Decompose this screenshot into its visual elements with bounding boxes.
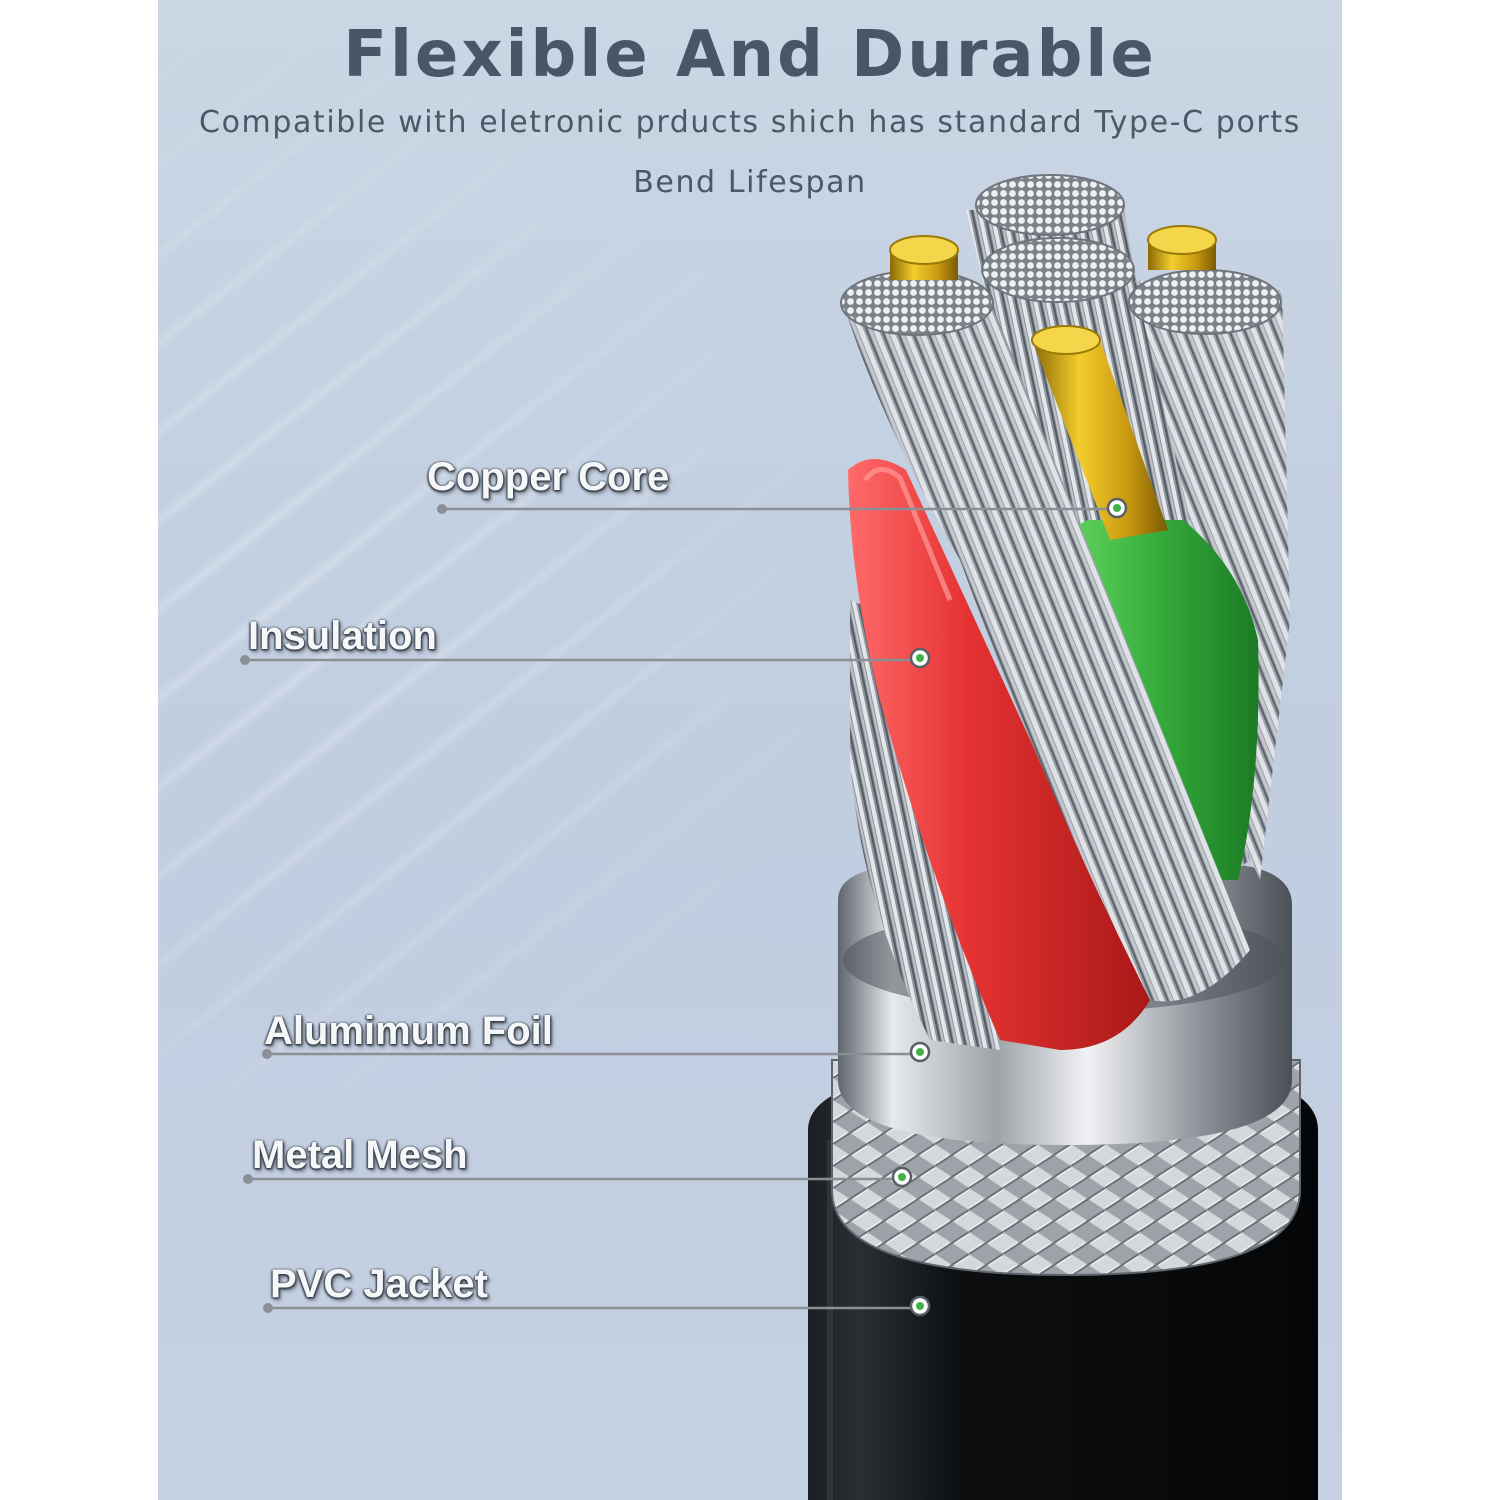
callout-label-pvc-jacket: PVC Jacket <box>270 1262 488 1306</box>
callout-line-insulation <box>240 647 931 669</box>
callout-label-insulation: Insulation <box>248 614 437 658</box>
page-subtitle: Compatible with eletronic prducts shich … <box>199 105 1301 140</box>
callout-line-aluminium-foil <box>262 1041 931 1063</box>
callout-label-aluminium-foil: Alumimum Foil <box>264 1009 553 1053</box>
callout-line-copper-core <box>437 497 1128 519</box>
callout-label-metal-mesh: Metal Mesh <box>252 1133 468 1177</box>
page-title: Flexible And Durable <box>343 18 1157 92</box>
callout-line-metal-mesh <box>243 1166 913 1188</box>
callout-line-pvc-jacket <box>263 1295 931 1317</box>
callout-label-copper-core: Copper Core <box>427 455 670 499</box>
page-subtitle-secondary: Bend Lifespan <box>633 165 867 200</box>
